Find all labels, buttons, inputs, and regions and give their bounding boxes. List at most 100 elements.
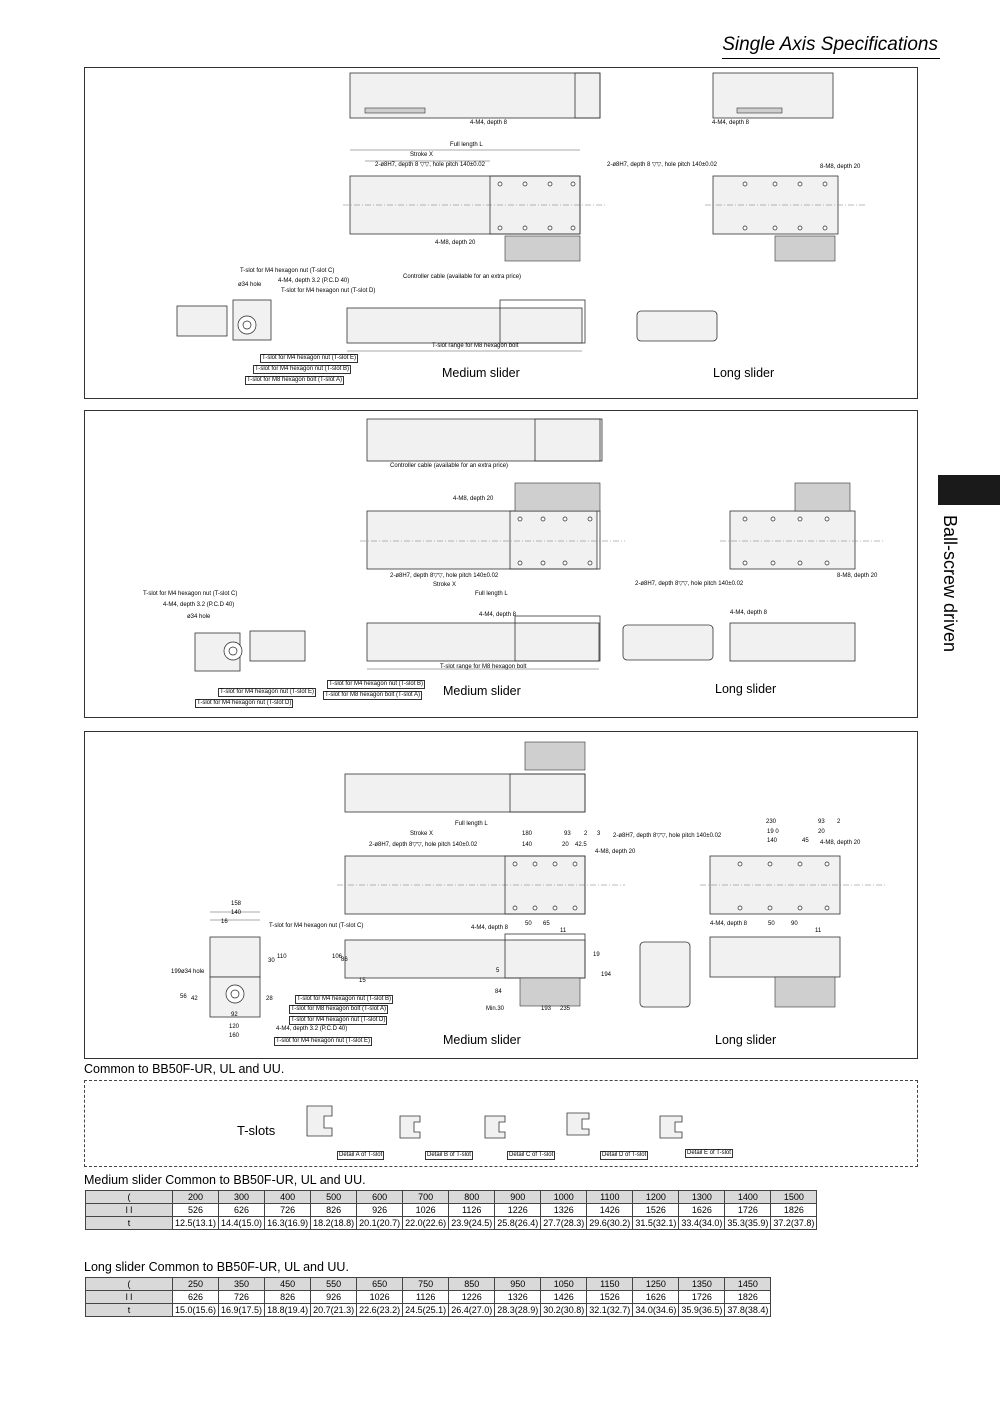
weight-cell: 31.5(32.1) <box>632 1216 680 1230</box>
dim-86: 86 <box>341 957 348 963</box>
dim-190: 19 0 <box>767 829 779 835</box>
tslot-detail-b: Detail B of T-slot <box>425 1151 473 1160</box>
tslot-detail-a: Detail A of T-slot <box>337 1151 385 1160</box>
label-hole-34: ø34 hole <box>238 282 262 288</box>
weight-cell: 24.5(25.1) <box>402 1303 450 1317</box>
stroke-cell: 1000 <box>540 1190 588 1204</box>
label-tslot-b: T-slot for M4 hexagon nut (T-slot B) <box>253 365 352 374</box>
row-label-weight: t <box>85 1303 173 1317</box>
long-slider-caption: Long slider <box>715 682 777 696</box>
tslot-detail-c: Detail C of T-slot <box>507 1151 556 1160</box>
label-tslot-a: T-slot for M8 hexagon bolt (T-slot A) <box>323 691 423 700</box>
medium-table-caption: Medium slider Common to BB50F-UR, UL and… <box>84 1173 366 1187</box>
label-pin-hole-medium: 2-ø8H7, depth 8 ▽▽, hole pitch 140±0.02 <box>375 162 485 168</box>
drawing-panel-ur: 4-M4, depth 8 4-M4, depth 8 Full length … <box>84 67 918 399</box>
tslots-title: T-slots <box>237 1123 276 1138</box>
row-label-length: l l <box>85 1290 173 1304</box>
label-pcd: 4-M4, depth 3.2 (P.C.D 40) <box>278 278 350 284</box>
label-tslot-b: T-slot for M4 hexagon nut (T-slot B) <box>295 995 394 1004</box>
dim-235: 235 <box>560 1006 571 1012</box>
stroke-cell: 1200 <box>632 1190 680 1204</box>
label-pcd: 4-M4, depth 3.2 (P.C.D 40) <box>163 602 235 608</box>
table-row-weight: t 12.5(13.1)14.4(15.0)16.3(16.9)18.2(18.… <box>85 1216 818 1230</box>
row-label-weight: t <box>85 1216 173 1230</box>
length-cell: 1026 <box>402 1203 450 1217</box>
length-cell: 1826 <box>770 1203 818 1217</box>
length-cell: 926 <box>310 1290 358 1304</box>
dim-11: 11 <box>560 928 567 934</box>
stroke-cell: 1100 <box>586 1190 634 1204</box>
dim-15: 15 <box>359 978 366 984</box>
weight-cell: 20.1(20.7) <box>356 1216 404 1230</box>
label-hole-34: ø34 hole <box>181 969 205 975</box>
label-full-length: Full length L <box>475 591 508 597</box>
label-tslot-c: T-slot for M4 hexagon nut (T-slot C) <box>143 591 238 597</box>
stroke-cell: 1450 <box>724 1277 772 1291</box>
label-full-length: Full length L <box>450 142 483 148</box>
weight-cell: 16.3(16.9) <box>264 1216 312 1230</box>
stroke-cell: 850 <box>448 1277 496 1291</box>
dim-min-30: Min.30 <box>486 1006 505 1012</box>
panel-ul-drawing <box>194 418 885 672</box>
label-4-m4-depth-8-long: 4-M4, depth 8 <box>710 921 748 927</box>
dim-42-5: 42.5 <box>575 842 587 848</box>
dim-180: 180 <box>522 831 533 837</box>
dim-50-long: 50 <box>768 921 775 927</box>
drawing-panel-uu: Full length L Stroke X 180 93 2 3 140 20… <box>84 731 918 1059</box>
length-cell: 726 <box>218 1290 266 1304</box>
label-tslot-e: T-slot for M4 hexagon nut (T-slot E) <box>260 354 359 363</box>
label-tslot-a: T-slot for M8 hexagon bolt (T-slot A) <box>289 1005 389 1014</box>
dim-50: 50 <box>525 921 532 927</box>
medium-slider-caption: Medium slider <box>442 366 520 380</box>
label-pcd: 4-M4, depth 3.2 (P.C.D 40) <box>276 1026 348 1032</box>
length-cell: 626 <box>218 1203 266 1217</box>
length-cell: 1726 <box>678 1290 726 1304</box>
length-cell: 1626 <box>632 1290 680 1304</box>
weight-cell: 20.7(21.3) <box>310 1303 358 1317</box>
label-tslot-d: T-slot for M4 hexagon nut (T-slot D) <box>195 699 294 708</box>
stroke-cell: 350 <box>218 1277 266 1291</box>
length-cell: 1326 <box>494 1290 542 1304</box>
length-cell: 1626 <box>678 1203 726 1217</box>
label-tslot-c: T-slot for M4 hexagon nut (T-slot C) <box>240 268 335 274</box>
dim-93-long: 93 <box>818 819 825 825</box>
common-note: Common to BB50F-UR, UL and UU. <box>84 1062 285 1076</box>
label-stroke: Stroke X <box>410 831 434 837</box>
row-label-stroke: ( <box>85 1277 173 1291</box>
weight-cell: 37.2(37.8) <box>770 1216 818 1230</box>
row-label-length: l l <box>85 1203 173 1217</box>
weight-cell: 29.6(30.2) <box>586 1216 634 1230</box>
label-pin-hole-long: 2-ø8H7, depth 8▽▽, hole pitch 140±0.02 <box>613 833 722 839</box>
section-tab-label: Ball-screw driven <box>940 515 960 653</box>
tslot-detail-d: Detail D of T-slot <box>600 1151 649 1160</box>
length-cell: 1226 <box>494 1203 542 1217</box>
label-4-m8-depth-20-long: 4-M8, depth 20 <box>820 840 861 846</box>
dim-193: 193 <box>541 1006 552 1012</box>
weight-cell: 27.7(28.3) <box>540 1216 588 1230</box>
weight-cell: 26.4(27.0) <box>448 1303 496 1317</box>
weight-cell: 22.0(22.6) <box>402 1216 450 1230</box>
page-title: Single Axis Specifications <box>722 34 940 59</box>
stroke-cell: 550 <box>310 1277 358 1291</box>
label-4-m4-depth-8-medium: 4-M4, depth 8 <box>470 120 508 126</box>
dim-19: 19 <box>593 952 600 958</box>
label-4-m4-depth-8-long: 4-M4, depth 8 <box>712 120 750 126</box>
label-pin-hole-medium: 2-ø8H7, depth 8▽▽, hole pitch 140±0.02 <box>369 842 478 848</box>
weight-cell: 18.8(19.4) <box>264 1303 312 1317</box>
dim-56: 56 <box>180 994 187 1000</box>
dim-84: 84 <box>495 989 502 995</box>
label-stroke: Stroke X <box>410 152 434 158</box>
dim-28: 28 <box>266 996 273 1002</box>
panel-ur-drawing <box>176 72 865 352</box>
weight-cell: 18.2(18.8) <box>310 1216 358 1230</box>
medium-slider-caption: Medium slider <box>443 684 521 698</box>
label-stroke: Stroke X <box>433 582 457 588</box>
label-4-m4-depth-8-long: 4-M4, depth 8 <box>730 610 768 616</box>
label-tslot-range: T-slot range for M8 hexagon bolt <box>440 664 527 670</box>
dim-42: 42 <box>191 996 198 1002</box>
weight-cell: 35.3(35.9) <box>724 1216 772 1230</box>
length-cell: 1726 <box>724 1203 772 1217</box>
length-cell: 1126 <box>402 1290 450 1304</box>
